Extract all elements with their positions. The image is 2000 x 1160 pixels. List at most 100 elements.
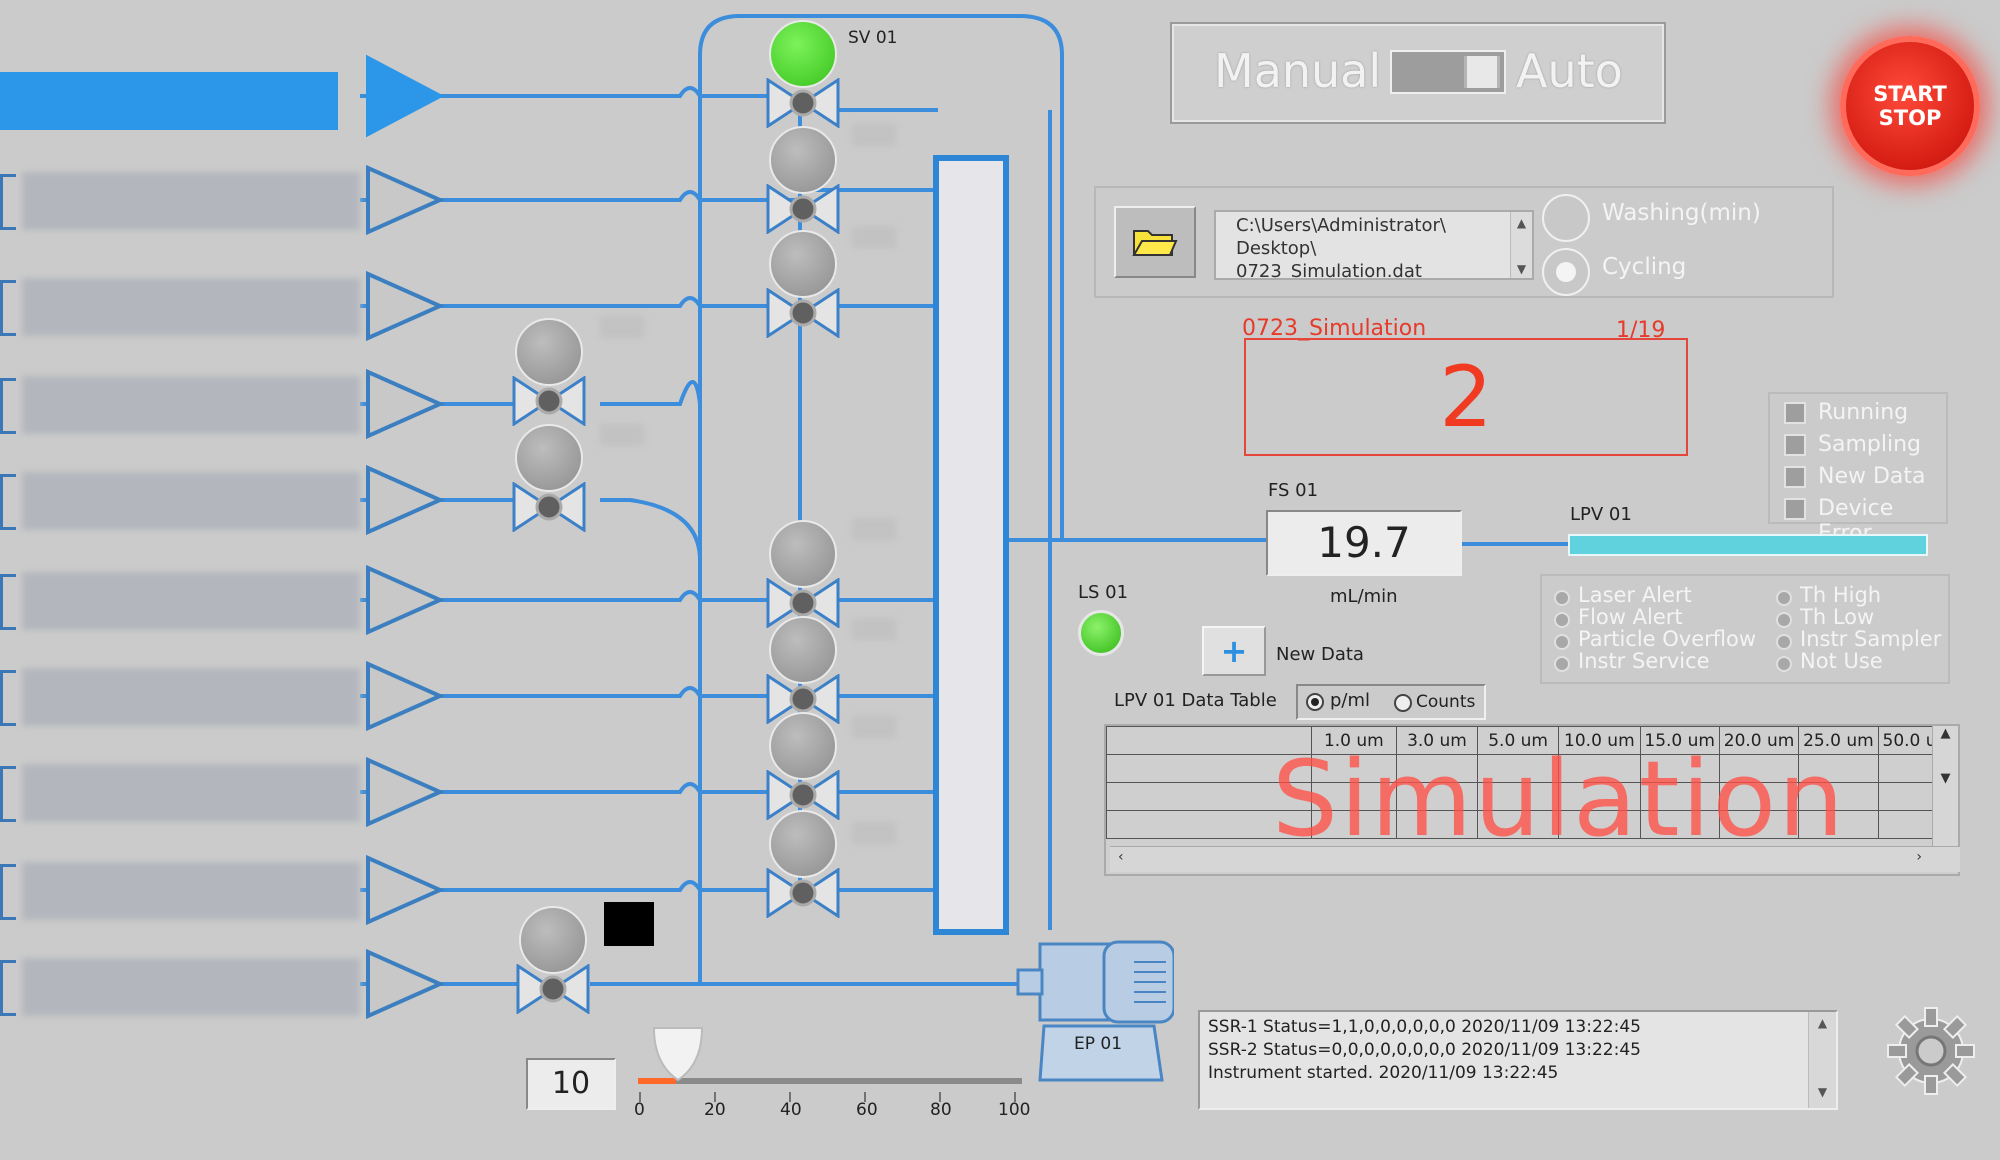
cycling-radio[interactable]: [1542, 248, 1590, 296]
alert-label: Laser Alert: [1578, 583, 1692, 607]
valve-tag: [852, 226, 896, 248]
valve[interactable]: [516, 906, 590, 1021]
new-data-label: New Data: [1276, 644, 1364, 665]
mode-toggle[interactable]: [1390, 50, 1506, 94]
speed-slider-handle[interactable]: [650, 1024, 706, 1084]
flow-unit-label: mL/min: [1330, 586, 1398, 607]
valve[interactable]: [766, 616, 840, 731]
valve-tag: [852, 716, 896, 738]
open-folder-button[interactable]: [1114, 206, 1196, 278]
running-indicator: [1784, 402, 1806, 424]
valve-indicator: [769, 20, 837, 88]
alert-label: Instr Sampler: [1800, 627, 1942, 651]
slider-tick-label: 20: [704, 1100, 726, 1120]
inlet-item[interactable]: [0, 464, 360, 534]
simulation-name: 0723_Simulation: [1242, 316, 1427, 341]
slider-tick-label: 0: [634, 1100, 645, 1120]
file-path-display[interactable]: C:\Users\Administrator\ Desktop\ 0723_Si…: [1214, 210, 1534, 280]
valve-body-icon: [766, 78, 840, 128]
valve[interactable]: [766, 810, 840, 925]
valve[interactable]: [766, 520, 840, 635]
table-header-cell: [1106, 726, 1312, 755]
valve-body-icon: [516, 964, 590, 1014]
slider-tick-label: 80: [930, 1100, 952, 1120]
valve-body-icon: [766, 674, 840, 724]
table-hscrollbar[interactable]: ‹›: [1110, 846, 1960, 872]
table-header-cell: 15.0 um: [1639, 726, 1720, 755]
valve-sv01[interactable]: [766, 20, 840, 135]
pml-radio[interactable]: [1306, 693, 1324, 711]
table-vscrollbar[interactable]: ▲▼: [1932, 726, 1958, 846]
inlet-item[interactable]: [0, 164, 360, 234]
alert-label: Th Low: [1800, 605, 1875, 629]
folder-icon: [1132, 230, 1178, 256]
path-line: 0723_Simulation.dat: [1236, 261, 1422, 280]
inlet-item[interactable]: [0, 854, 360, 924]
lpv-level-fill: [1570, 536, 1926, 554]
slider-tick-label: 60: [856, 1100, 878, 1120]
stop-label: STOP: [1878, 106, 1942, 130]
unit-selector: p/ml Counts: [1296, 684, 1486, 720]
start-stop-button[interactable]: START STOP: [1840, 36, 1980, 176]
inlet-item[interactable]: [0, 756, 360, 826]
valve-body-icon: [766, 578, 840, 628]
valve[interactable]: [512, 424, 586, 539]
valve-body-icon: [766, 868, 840, 918]
table-header-cell: 20.0 um: [1718, 726, 1800, 755]
plus-icon: +: [1220, 632, 1248, 670]
new-data-button[interactable]: +: [1202, 626, 1266, 676]
th-low-led: [1776, 612, 1792, 628]
valve[interactable]: [512, 318, 586, 433]
sampling-indicator: [1784, 434, 1806, 456]
path-scrollbar[interactable]: ▲▼: [1510, 212, 1532, 278]
valve[interactable]: [766, 230, 840, 345]
table-row: [1106, 754, 1958, 783]
log-line: SSR-1 Status=1,1,0,0,0,0,0,0 2020/11/09 …: [1208, 1017, 1641, 1037]
table-header-cell: 10.0 um: [1558, 726, 1641, 755]
inlet-item[interactable]: [0, 564, 360, 634]
valve-body-icon: [512, 376, 586, 426]
inlet-item[interactable]: [0, 64, 360, 134]
washing-radio[interactable]: [1542, 194, 1590, 242]
instr-sampler-led: [1776, 634, 1792, 650]
inlet-item[interactable]: [0, 950, 360, 1020]
inlet-item[interactable]: [0, 660, 360, 730]
slider-tick-label: 100: [998, 1100, 1031, 1120]
gear-icon[interactable]: [1884, 1004, 1978, 1098]
pump-icon: [1016, 940, 1174, 1082]
washing-label: Washing(min): [1602, 200, 1761, 226]
speed-value-input[interactable]: 10: [526, 1058, 616, 1110]
mode-switch-panel: Manual Auto: [1170, 22, 1666, 124]
not-use-led: [1776, 656, 1792, 672]
valve-indicator: [515, 424, 583, 492]
valve[interactable]: [766, 712, 840, 827]
valve[interactable]: [766, 126, 840, 241]
cycle-counter: 2: [1244, 338, 1688, 456]
manual-label: Manual: [1214, 44, 1382, 98]
counts-radio[interactable]: [1394, 694, 1412, 712]
alert-label: Th High: [1800, 583, 1882, 607]
file-panel: C:\Users\Administrator\ Desktop\ 0723_Si…: [1094, 186, 1834, 298]
valve-tag: [600, 316, 644, 338]
event-log[interactable]: SSR-1 Status=1,1,0,0,0,0,0,0 2020/11/09 …: [1198, 1010, 1838, 1110]
inlet-item[interactable]: [0, 270, 360, 340]
log-scrollbar[interactable]: ▲▼: [1808, 1012, 1836, 1108]
valve-indicator: [515, 318, 583, 386]
valve-body-icon: [512, 482, 586, 532]
valve-indicator: [769, 230, 837, 298]
valve-tag: [852, 618, 896, 640]
valve-tag: [852, 124, 896, 146]
alert-label: Flow Alert: [1578, 605, 1683, 629]
valve-body-icon: [766, 184, 840, 234]
alert-label: Not Use: [1800, 649, 1883, 673]
valve-tag: [600, 424, 644, 446]
table-header-cell: 5.0 um: [1477, 726, 1560, 755]
status-panel: Running Sampling New Data Device Error: [1768, 392, 1948, 546]
inlet-item[interactable]: [0, 368, 360, 438]
level-switch-label: LS 01: [1078, 582, 1129, 603]
table-row: [1106, 782, 1958, 811]
slider-tick-label: 40: [780, 1100, 802, 1120]
valve-body-icon: [766, 770, 840, 820]
auto-label: Auto: [1516, 44, 1623, 98]
flow-alert-led: [1554, 612, 1570, 628]
